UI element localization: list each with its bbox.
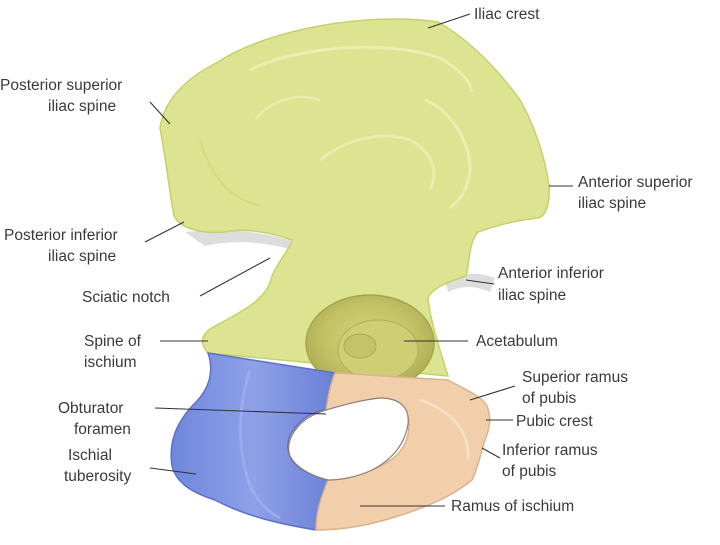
pubis-ridge	[419, 398, 470, 461]
label-superior-ramus-of-pubis-line1: Superior ramus	[522, 369, 628, 386]
label-superior-ramus-of-pubis-line2: of pubis	[522, 390, 577, 407]
label-iliac-crest: Iliac crest	[474, 6, 540, 23]
label-anterior-inferior-iliac-spine-line1: Anterior inferior	[498, 265, 604, 282]
ilium-ridge	[249, 45, 474, 93]
label-posterior-superior-iliac-spine-line1: Posterior superior	[0, 77, 122, 94]
leader-lines	[144, 13, 573, 507]
ilium-ridge	[199, 139, 261, 206]
label-ischial-tuberosity-line2: tuberosity	[64, 468, 131, 485]
label-acetabulum: Acetabulum	[476, 333, 558, 350]
labels: Iliac crest Posterior superior iliac spi…	[0, 6, 693, 515]
label-posterior-inferior-iliac-spine-line1: Posterior inferior	[4, 227, 118, 244]
acetabulum	[305, 294, 435, 392]
label-anterior-superior-iliac-spine-line2: iliac spine	[578, 195, 646, 212]
obturator-foramen-hole	[288, 397, 409, 481]
label-posterior-superior-iliac-spine-line2: iliac spine	[48, 98, 116, 115]
label-spine-of-ischium-line2: ischium	[84, 354, 137, 371]
label-ischial-tuberosity-line1: Ischial	[68, 447, 112, 464]
label-spine-of-ischium-line1: Spine of	[84, 333, 142, 350]
ilium	[159, 18, 550, 377]
label-posterior-inferior-iliac-spine-line2: iliac spine	[48, 248, 116, 265]
label-obturator-foramen-line2: foramen	[74, 421, 131, 438]
label-anterior-inferior-iliac-spine-line2: iliac spine	[498, 287, 566, 304]
label-inferior-ramus-of-pubis-line2: of pubis	[502, 463, 557, 480]
label-sciatic-notch: Sciatic notch	[82, 289, 170, 306]
ilium-ridge	[319, 134, 436, 191]
label-inferior-ramus-of-pubis-line1: Inferior ramus	[502, 442, 598, 459]
ilium-ridge	[254, 95, 321, 121]
bone-shadow	[185, 230, 495, 292]
ilium-ridge	[424, 98, 472, 210]
ischium-ridge	[239, 369, 281, 520]
label-obturator-foramen-line1: Obturator	[58, 400, 123, 417]
label-pubic-crest: Pubic crest	[516, 413, 593, 430]
label-ramus-of-ischium: Ramus of ischium	[451, 498, 574, 515]
label-anterior-superior-iliac-spine-line1: Anterior superior	[578, 174, 693, 191]
